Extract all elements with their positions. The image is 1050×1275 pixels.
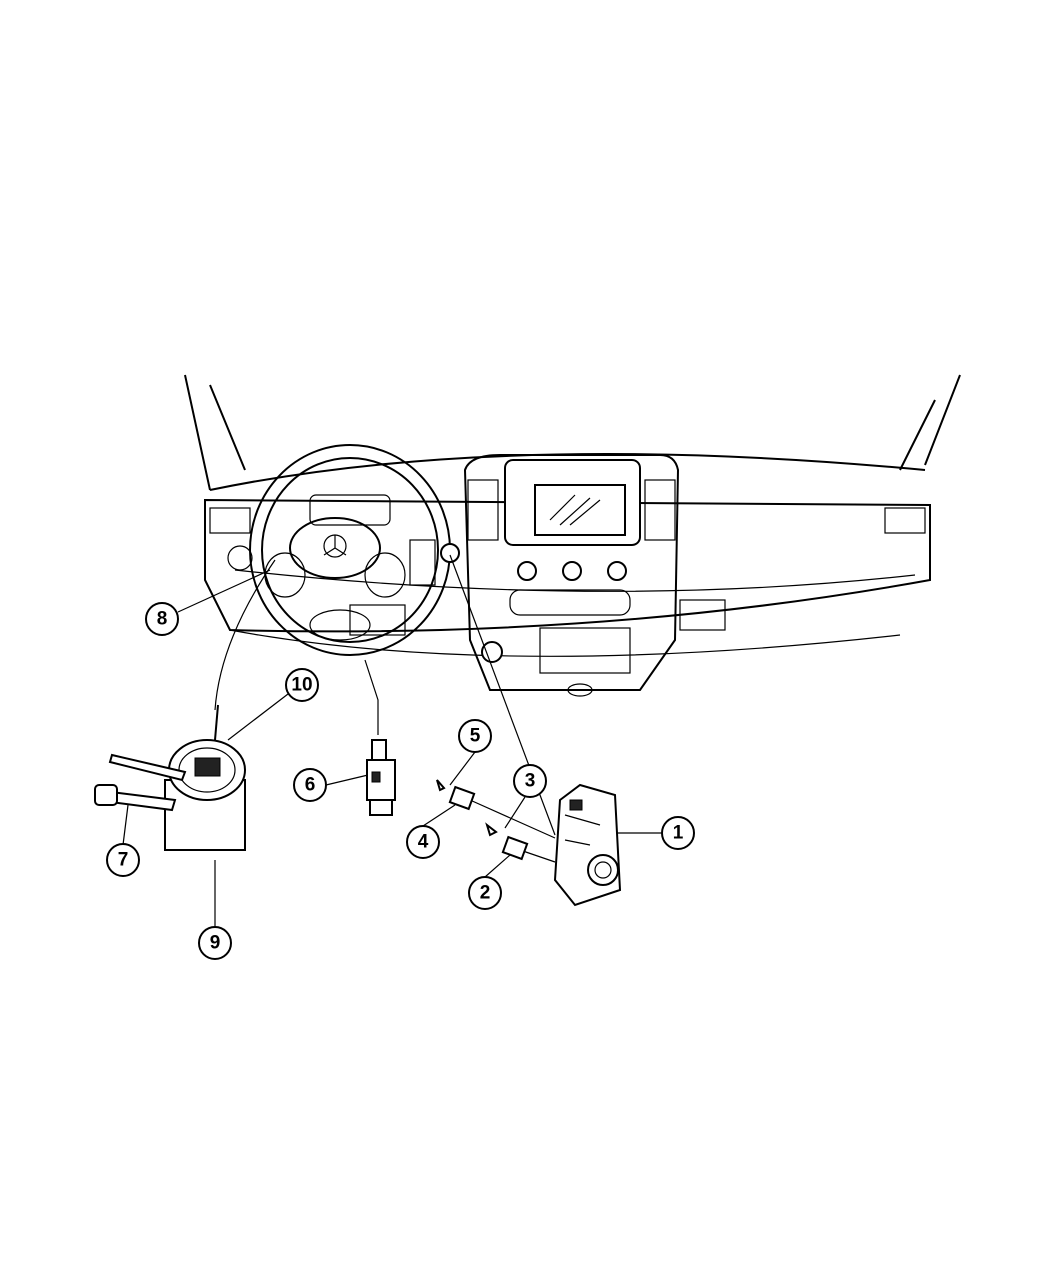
callout-7: 7 bbox=[106, 843, 140, 877]
svg-text:3: 3 bbox=[525, 771, 536, 792]
small-parts bbox=[436, 779, 529, 861]
ignition-switch-part bbox=[553, 783, 622, 907]
callout-10: 10 bbox=[285, 668, 319, 702]
callout-5: 5 bbox=[458, 719, 492, 753]
combination-switch-part bbox=[94, 704, 246, 851]
svg-text:8: 8 bbox=[157, 609, 168, 630]
svg-text:10: 10 bbox=[291, 675, 312, 696]
callout-4: 4 bbox=[406, 825, 440, 859]
callout-9: 9 bbox=[198, 926, 232, 960]
svg-text:5: 5 bbox=[470, 726, 481, 747]
leader-lines bbox=[122, 554, 662, 927]
callout-3: 3 bbox=[513, 764, 547, 798]
callout-8: 8 bbox=[145, 602, 179, 636]
callout-1: 1 bbox=[661, 816, 695, 850]
svg-text:4: 4 bbox=[418, 832, 429, 853]
callout-2: 2 bbox=[468, 876, 502, 910]
svg-text:6: 6 bbox=[305, 775, 316, 796]
svg-text:2: 2 bbox=[480, 883, 491, 904]
callout-6: 6 bbox=[293, 768, 327, 802]
dashboard-illustration bbox=[184, 374, 961, 697]
svg-text:9: 9 bbox=[210, 933, 221, 954]
svg-text:7: 7 bbox=[118, 850, 129, 871]
svg-text:1: 1 bbox=[673, 823, 684, 844]
brake-switch-part bbox=[366, 739, 396, 816]
